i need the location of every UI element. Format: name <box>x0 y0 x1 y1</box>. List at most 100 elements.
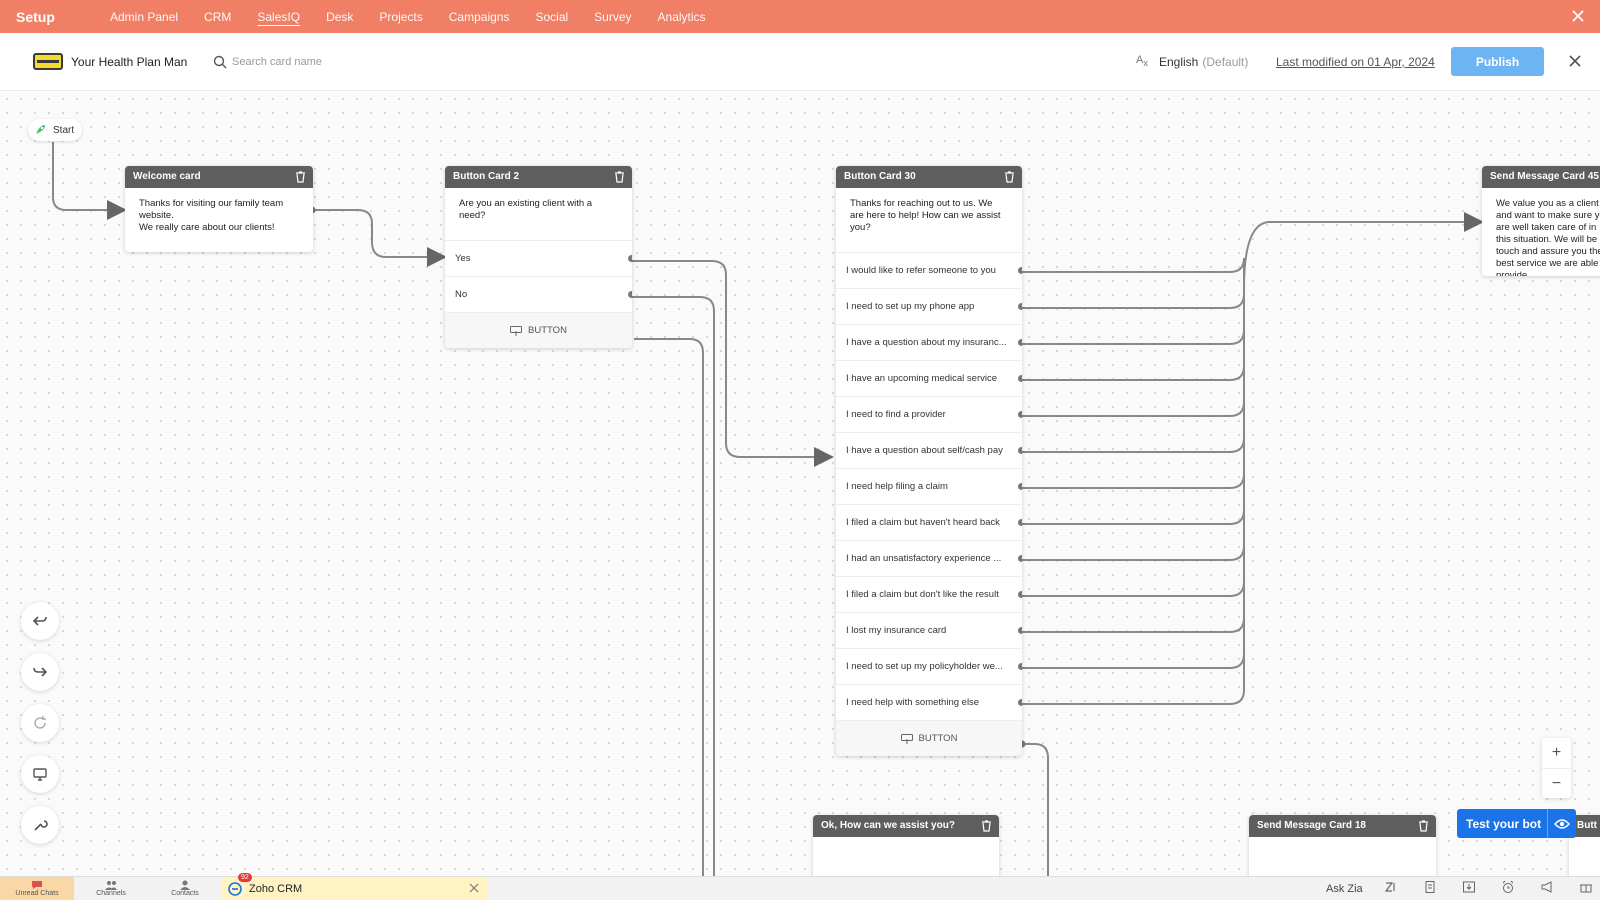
connector-dot[interactable] <box>628 255 632 262</box>
option-filing-claim[interactable]: I need help filing a claim <box>836 468 1022 504</box>
option-insurance-question[interactable]: I have a question about my insuranc... <box>836 324 1022 360</box>
trash-icon[interactable] <box>981 820 992 832</box>
option-phone-app[interactable]: I need to set up my phone app <box>836 288 1022 324</box>
option-self-cash-pay[interactable]: I have a question about self/cash pay <box>836 432 1022 468</box>
connector-dot[interactable] <box>1018 303 1022 310</box>
search-card-input[interactable] <box>232 51 432 73</box>
option-policyholder[interactable]: I need to set up my policyholder we... <box>836 648 1022 684</box>
nav-salesiq[interactable]: SalesIQ <box>257 9 301 24</box>
monitor-icon <box>33 768 47 781</box>
start-node[interactable]: Start <box>28 119 82 141</box>
last-modified-link[interactable]: Last modified on 01 Apr, 2024 <box>1276 55 1435 69</box>
nav-crm[interactable]: CRM <box>204 9 232 24</box>
card-title: Button Card 30 <box>844 171 916 182</box>
connector-dot[interactable] <box>1018 591 1022 598</box>
connector-dot[interactable] <box>1018 555 1022 562</box>
option-unsatisfactory[interactable]: I had an unsatisfactory experience ... <box>836 540 1022 576</box>
connector-dot[interactable] <box>1018 339 1022 346</box>
notes-icon[interactable] <box>1423 880 1437 894</box>
settings-tool-button[interactable] <box>21 806 59 844</box>
card-title: Send Message Card 45 <box>1490 171 1599 182</box>
channels-button[interactable]: Channels <box>74 877 148 900</box>
welcome-card[interactable]: Welcome card Thanks for visiting our fam… <box>125 166 313 252</box>
connector-dot[interactable] <box>1018 699 1022 706</box>
nav-campaigns[interactable]: Campaigns <box>448 9 510 24</box>
ask-zia-button[interactable]: Ask Zia <box>1326 883 1363 895</box>
option-medical-service[interactable]: I have an upcoming medical service <box>836 360 1022 396</box>
unread-chats-button[interactable]: Unread Chats <box>0 876 74 900</box>
trash-icon[interactable] <box>1418 820 1429 832</box>
setup-brand[interactable]: Setup <box>16 8 55 25</box>
connector-dot[interactable] <box>1018 447 1022 454</box>
add-button-footer[interactable]: BUTTON <box>445 312 632 348</box>
connector-dot[interactable] <box>1018 627 1022 634</box>
zoom-out-button[interactable]: − <box>1542 768 1571 798</box>
trash-icon[interactable] <box>614 171 625 183</box>
option-yes[interactable]: Yes <box>445 240 632 276</box>
announcement-icon[interactable] <box>1540 880 1554 894</box>
connector-dot[interactable] <box>1018 267 1022 274</box>
send-message-card-45[interactable]: Send Message Card 45 We value you as a c… <box>1482 166 1600 276</box>
trash-icon[interactable] <box>1004 171 1015 183</box>
language-selector[interactable]: English(Default) <box>1159 55 1249 69</box>
button-card-30[interactable]: Button Card 30 Thanks for reaching out t… <box>836 166 1022 756</box>
wrench-icon <box>34 820 48 831</box>
option-find-provider[interactable]: I need to find a provider <box>836 396 1022 432</box>
nav-admin-panel[interactable]: Admin Panel <box>110 9 179 24</box>
reset-button[interactable] <box>21 704 59 742</box>
download-icon[interactable] <box>1462 880 1476 894</box>
nav-projects[interactable]: Projects <box>379 9 423 24</box>
card-title: Button Card 2 <box>453 171 520 182</box>
nav-survey[interactable]: Survey <box>594 9 632 24</box>
zoom-in-button[interactable]: + <box>1551 744 1562 761</box>
test-bot-button[interactable]: Test your bot <box>1457 809 1576 838</box>
publish-button[interactable]: Publish <box>1451 47 1544 76</box>
connector-dot[interactable] <box>1018 483 1022 490</box>
nav-social[interactable]: Social <box>535 9 569 24</box>
redo-button[interactable] <box>21 653 59 691</box>
add-button-footer[interactable]: BUTTON <box>836 720 1022 756</box>
card-header: Button Card 30 <box>836 166 1022 188</box>
bot-name[interactable]: Your Health Plan Man <box>71 55 188 69</box>
button-type-icon <box>510 325 523 336</box>
trash-icon[interactable] <box>295 171 306 183</box>
card-message: We value you as a client and want to mak… <box>1496 198 1600 276</box>
bottom-bar: Unread Chats Channels Contacts 92 Zoho C… <box>0 873 1600 900</box>
option-lost-card[interactable]: I lost my insurance card <box>836 612 1022 648</box>
ok-assist-card[interactable]: Ok, How can we assist you? <box>813 815 999 876</box>
undo-button[interactable] <box>21 602 59 640</box>
connector-dot[interactable] <box>1018 375 1022 382</box>
nav-desk[interactable]: Desk <box>326 9 354 24</box>
button-card-2[interactable]: Button Card 2 Are you an existing client… <box>445 166 632 348</box>
translate-icon: Ax <box>1136 54 1148 69</box>
flow-canvas[interactable]: Start Welcome card Thanks for visiting o… <box>0 92 1600 876</box>
rocket-icon <box>36 125 45 134</box>
contacts-button[interactable]: Contacts <box>148 877 222 900</box>
refresh-icon <box>34 716 46 729</box>
send-message-card-18[interactable]: Send Message Card 18 <box>1249 815 1436 876</box>
fit-screen-button[interactable] <box>21 755 59 793</box>
top-nav: Setup Admin Panel CRM SalesIQ Desk Proje… <box>0 0 1600 33</box>
zia-icon[interactable] <box>1384 880 1398 894</box>
nav-analytics[interactable]: Analytics <box>657 9 706 24</box>
option-something-else[interactable]: I need help with something else <box>836 684 1022 720</box>
close-editor-icon[interactable] <box>1567 53 1583 69</box>
close-setup-icon[interactable] <box>1570 8 1586 24</box>
connector-dot[interactable] <box>628 291 632 298</box>
zoho-crm-tab[interactable]: 92 Zoho CRM <box>221 873 487 900</box>
option-no[interactable]: No <box>445 276 632 312</box>
close-tab-icon[interactable] <box>469 883 479 893</box>
option-claim-result[interactable]: I filed a claim but don't like the resul… <box>836 576 1022 612</box>
bot-header: Your Health Plan Man Ax English(Default)… <box>0 33 1600 91</box>
gift-icon[interactable] <box>1579 880 1593 894</box>
alarm-icon[interactable] <box>1501 880 1515 894</box>
option-refer[interactable]: I would like to refer someone to you <box>836 252 1022 288</box>
eye-icon <box>1547 809 1575 838</box>
card-header: Butt <box>1569 815 1600 837</box>
option-claim-no-response[interactable]: I filed a claim but haven't heard back <box>836 504 1022 540</box>
card-message: Are you an existing client with a need? <box>459 198 593 221</box>
card-header: Ok, How can we assist you? <box>813 815 999 837</box>
connector-dot[interactable] <box>1018 411 1022 418</box>
connector-dot[interactable] <box>1018 663 1022 670</box>
connector-dot[interactable] <box>1018 519 1022 526</box>
